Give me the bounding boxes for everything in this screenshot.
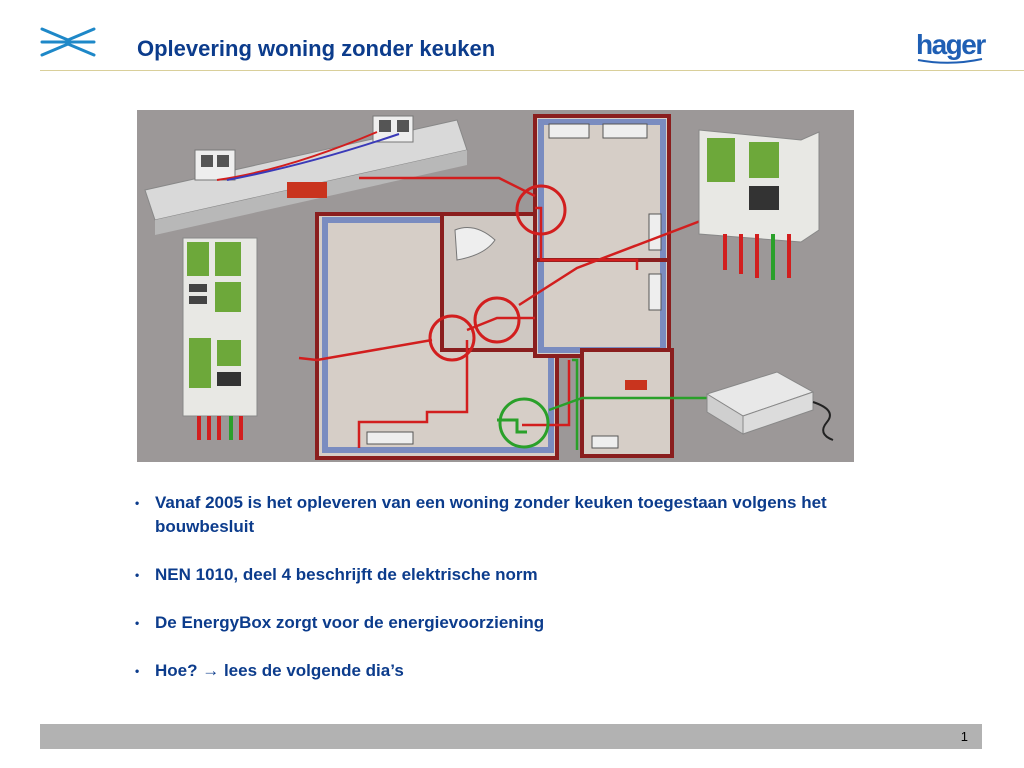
- meter-cabinet-right: [698, 129, 820, 280]
- bullet-item: • Hoe? → lees de volgende dia’s: [133, 659, 853, 683]
- bullet-dot-icon: •: [135, 616, 140, 630]
- svg-text:hager: hager: [916, 30, 986, 60]
- meter-cabinet-left: [182, 237, 258, 440]
- slide-title: Oplevering woning zonder keuken: [137, 36, 496, 61]
- bullet-item: • NEN 1010, deel 4 beschrijft de elektris…: [133, 563, 853, 587]
- bullet-dot-icon: •: [135, 568, 140, 582]
- bullet-text: NEN 1010, deel 4 beschrijft de elektrisc…: [155, 565, 538, 584]
- bullet-item: • Vanaf 2005 is het opleveren van een won…: [133, 491, 853, 539]
- energybox-device: [705, 371, 834, 441]
- converging-lines-logo-icon: [40, 27, 96, 57]
- bullet-text: Hoe? → lees de volgende dia’s: [155, 661, 404, 680]
- page-number: 1: [960, 729, 968, 744]
- footer-bar: 1: [40, 724, 982, 749]
- bullet-item: • De EnergyBox zorgt voor de energievoorz…: [133, 611, 853, 635]
- cable-duct-illustration: [144, 115, 468, 235]
- house-floorplan-energybox-illustration: [137, 110, 854, 462]
- bullet-dot-icon: •: [135, 496, 140, 510]
- bullet-text: Vanaf 2005 is het opleveren van een woni…: [155, 493, 827, 536]
- floorplan: [298, 114, 717, 460]
- hager-logo: hager: [916, 30, 986, 64]
- bullet-dot-icon: •: [135, 664, 140, 678]
- title-divider: [40, 70, 1024, 71]
- bullet-text: De EnergyBox zorgt voor de energievoorzi…: [155, 613, 545, 632]
- bullet-list: • Vanaf 2005 is het opleveren van een won…: [133, 491, 853, 707]
